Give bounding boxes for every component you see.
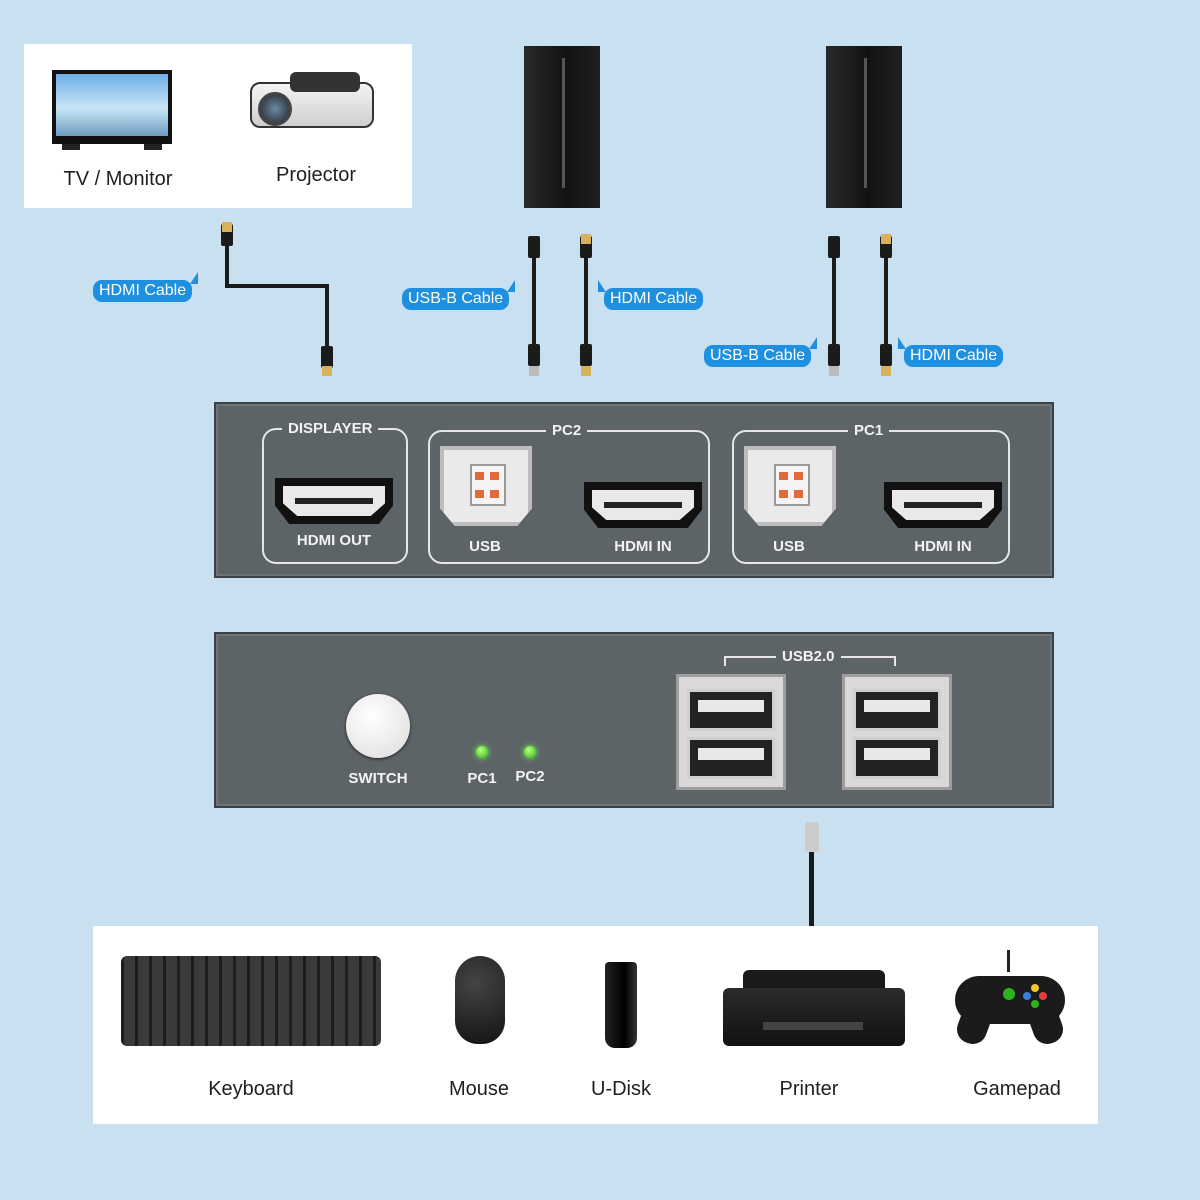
usb-a-port-stack-1 — [676, 674, 786, 790]
usb-a-port-stack-2 — [842, 674, 952, 790]
hdmi-out-port — [275, 478, 393, 524]
kvm-back-panel: DISPLAYER HDMI OUT PC2 USB HDMI IN PC1 U… — [214, 402, 1054, 578]
displayer-title: DISPLAYER — [282, 420, 379, 437]
usb-a-port — [687, 689, 775, 731]
gamepad-icon — [953, 950, 1067, 1048]
hdmi-out-label: HDMI OUT — [296, 532, 372, 549]
printer-label: Printer — [779, 1078, 839, 1100]
hdmi-cable-display-callout: HDMI Cable — [93, 272, 199, 302]
pc2-led-icon — [524, 746, 536, 758]
tv-monitor-icon — [52, 70, 172, 150]
pc1-tower-icon — [826, 46, 902, 208]
led-pc1-label: PC1 — [467, 770, 497, 787]
u-disk-label: U-Disk — [591, 1078, 651, 1100]
usb-a-port — [853, 737, 941, 779]
kvm-front-panel: SWITCH PC1 PC2 USB2.0 — [214, 632, 1054, 808]
pc2-hdmi-in-port — [584, 482, 702, 528]
pc2-hdmi-in-label: HDMI IN — [614, 538, 672, 555]
pc1-usb-b-callout: USB-B Cable — [704, 337, 818, 367]
pc1-hdmi-in-label: HDMI IN — [914, 538, 972, 555]
pc2-usb-b-port — [440, 446, 532, 526]
led-pc2-label: PC2 — [515, 768, 545, 785]
pc2-tower-icon — [524, 46, 600, 208]
pc1-usb-label: USB — [773, 538, 805, 555]
usb-b-plug-icon — [528, 236, 540, 258]
u-disk-icon — [605, 962, 637, 1048]
pc2-usb-b-callout: USB-B Cable — [402, 280, 516, 310]
switch-button[interactable] — [346, 694, 410, 758]
peripherals-panel: Keyboard Mouse U-Disk Printer Gamepad — [93, 926, 1098, 1124]
projector-label: Projector — [275, 164, 357, 186]
pc1-hdmi-callout: HDMI Cable — [897, 337, 1004, 367]
hdmi-cable-display — [225, 244, 229, 286]
pc1-led-icon — [476, 746, 488, 758]
usb-a-port — [687, 737, 775, 779]
usb-cable-peripherals — [809, 852, 814, 926]
tv-monitor-label: TV / Monitor — [63, 168, 173, 190]
pc1-title: PC1 — [848, 422, 890, 439]
usb2-title: USB2.0 — [776, 648, 841, 665]
keyboard-icon — [121, 956, 381, 1046]
projector-icon — [250, 68, 374, 130]
usb-b-plug-icon — [828, 236, 840, 258]
switch-label: SWITCH — [348, 770, 408, 787]
pc2-usb-label: USB — [469, 538, 501, 555]
gamepad-label: Gamepad — [973, 1078, 1061, 1100]
pc2-title: PC2 — [546, 422, 588, 439]
usb-a-plug-icon — [805, 822, 819, 852]
printer-icon — [723, 970, 905, 1046]
mouse-label: Mouse — [448, 1078, 510, 1100]
pc1-hdmi-in-port — [884, 482, 1002, 528]
mouse-icon — [455, 956, 505, 1044]
pc1-usb-b-port — [744, 446, 836, 526]
display-devices-panel: TV / Monitor Projector — [24, 44, 412, 208]
pc2-hdmi-callout: HDMI Cable — [597, 280, 704, 310]
keyboard-label: Keyboard — [208, 1078, 294, 1100]
usb-a-port — [853, 689, 941, 731]
